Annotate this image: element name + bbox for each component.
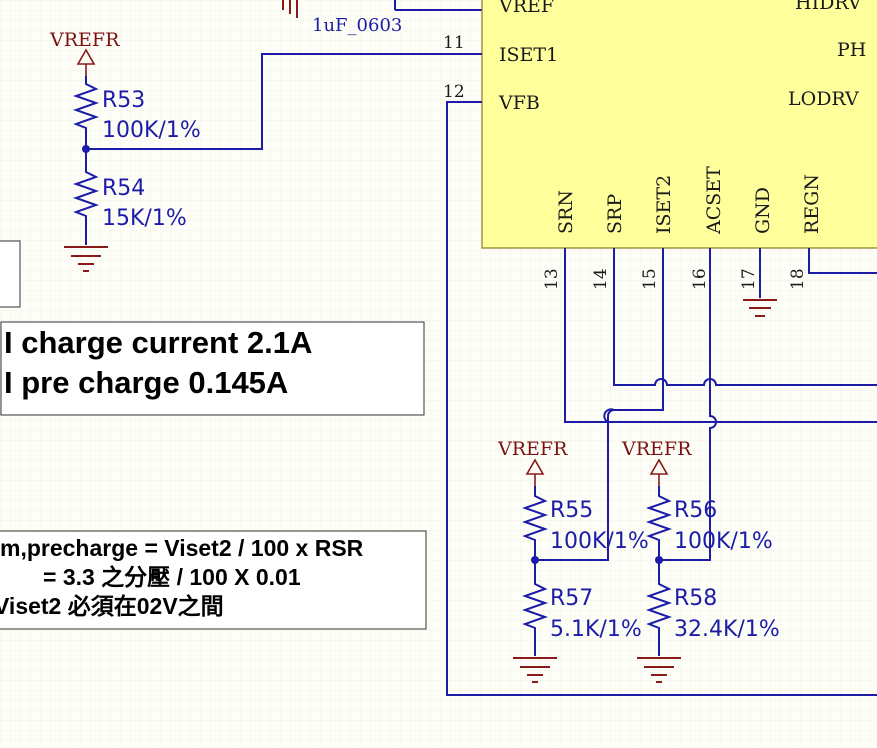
r58-value: 32.4K/1% [674,617,780,642]
pin-15-number: 15 [640,268,660,290]
note-precharge-current: I pre charge 0.145A [4,365,288,400]
pin-srn-label: SRN [555,190,577,234]
junction-r55-r57 [531,556,539,564]
vrefr-arrow-r55 [525,458,545,486]
note-box-formula [0,530,427,630]
wire-srp[interactable] [613,248,877,386]
pin-lodrv-label: LODRV [788,88,859,110]
r57-value: 5.1K/1% [550,617,642,642]
r53-ref: R53 [102,88,145,113]
ground-symbol-r54 [64,246,108,272]
r55-ref: R55 [550,498,593,523]
note-box-partial [0,240,21,308]
junction-r56-r58 [655,556,663,564]
note-box-charge [0,321,425,416]
wire-vfb[interactable] [446,101,877,696]
pin-13-number: 13 [542,268,562,290]
pin-vref-label: VREF [498,0,554,17]
pin-18-number: 18 [788,268,808,290]
r53-value: 100K/1% [102,118,201,143]
r58-ref: R58 [674,586,717,611]
wire-iset2-hop [607,409,615,430]
pin-hidrv-label: HIDRV [795,0,862,14]
junction-r53-r54 [82,145,90,153]
wire-regn[interactable] [808,248,877,274]
pin-regn-label: REGN [801,174,823,234]
vrefr-arrow-top [76,48,96,76]
pin-vfb-label: VFB [498,92,540,114]
wire-iset1[interactable] [86,53,482,150]
r57-ref: R57 [550,586,593,611]
r55-value: 100K/1% [550,529,649,554]
pin-srp-label: SRP [604,194,626,234]
capacitor-value-label: 1uF_0603 [312,15,402,36]
vrefr-arrow-r56 [649,458,669,486]
ground-symbol-r57 [513,657,557,683]
pin-11-number: 11 [443,33,465,53]
wire-srn[interactable] [564,248,877,423]
pin-16-number: 16 [690,268,710,290]
note-formula-line2: = 3.3 之分壓 / 100 X 0.01 [43,564,301,590]
r54-ref: R54 [102,176,145,201]
vrefr-label-r56: VREFR [621,438,692,460]
vrefr-label-top: VREFR [49,29,120,51]
ground-symbol-pin17 [743,299,777,317]
pin-gnd-label: GND [752,187,774,234]
ground-symbol-r58 [637,657,681,683]
pin-acset-label: ACSET [703,166,725,235]
pin-17-number: 17 [739,268,759,290]
pin-12-number: 12 [443,82,465,102]
note-formula-line3: Viset2 必須在02V之間 [0,593,224,619]
r54-value: 15K/1% [102,206,187,231]
vrefr-label-r55: VREFR [497,438,568,460]
note-formula-line1: m,precharge = Viset2 / 100 x RSR [0,535,364,561]
r56-ref: R56 [674,498,717,523]
wire-acset[interactable] [659,248,717,561]
r56-value: 100K/1% [674,529,773,554]
pin-ph-label: PH [837,39,866,61]
wire-iset2-divider[interactable] [535,430,609,561]
capacitor-top[interactable] [282,0,482,18]
charger-ic[interactable] [481,0,877,249]
pin-iset2-label: ISET2 [653,175,675,234]
pin-iset1-label: ISET1 [499,44,558,66]
note-charge-current: I charge current 2.1A [4,325,312,360]
pin-14-number: 14 [591,268,611,290]
